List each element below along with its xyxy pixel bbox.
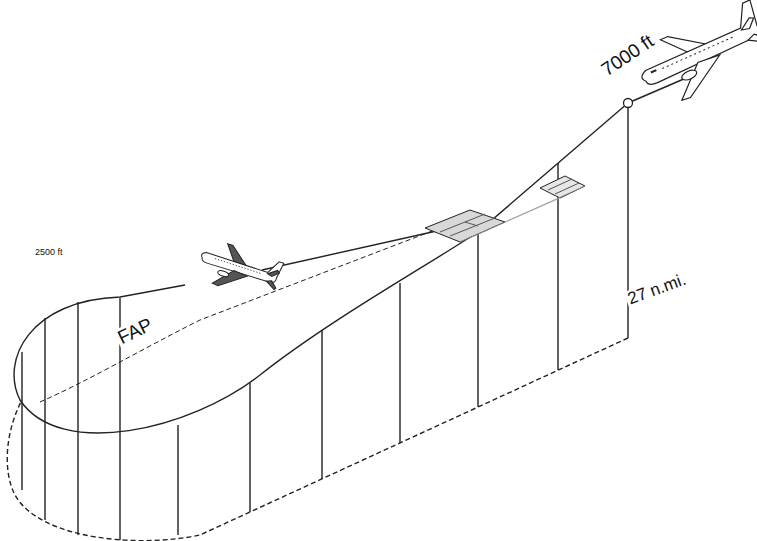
approach-line: [262, 228, 450, 270]
runways: [425, 176, 585, 242]
airplane: [194, 237, 284, 303]
curtain-top-edge: [14, 103, 628, 433]
runway: [425, 210, 505, 242]
runway: [540, 176, 585, 198]
entry-point: [624, 99, 633, 108]
fap-dashed-line: [40, 228, 440, 402]
airplane: [631, 0, 757, 112]
dimension-label: 27 n.mi.: [624, 270, 691, 310]
curtain: [7, 72, 700, 541]
ground-track: [7, 338, 628, 541]
dimension-label: 2500 ft: [33, 248, 65, 258]
curtain-posts: [22, 103, 628, 540]
